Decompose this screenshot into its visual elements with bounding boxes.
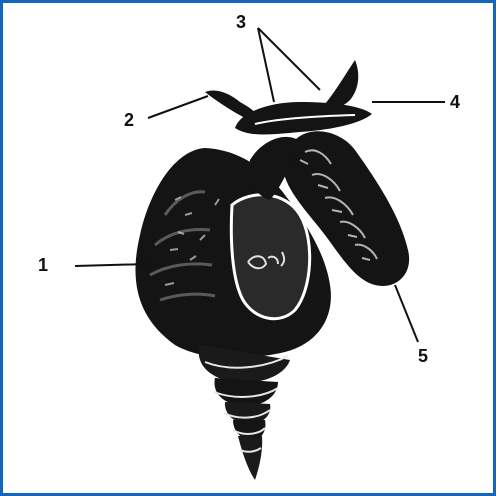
label-1: 1: [38, 255, 48, 275]
leader-line-5: [395, 285, 418, 342]
leader-line-3b: [258, 28, 320, 90]
tentacle-left: [205, 90, 256, 118]
label-2: 2: [124, 110, 134, 130]
label-4: 4: [450, 92, 460, 112]
snail-head: [205, 60, 372, 135]
leader-line-3a: [258, 28, 274, 102]
label-3: 3: [236, 12, 246, 32]
label-5: 5: [418, 346, 428, 366]
leader-line-2: [148, 96, 208, 118]
tentacle-right: [325, 60, 358, 107]
shell-apex: [238, 436, 262, 480]
